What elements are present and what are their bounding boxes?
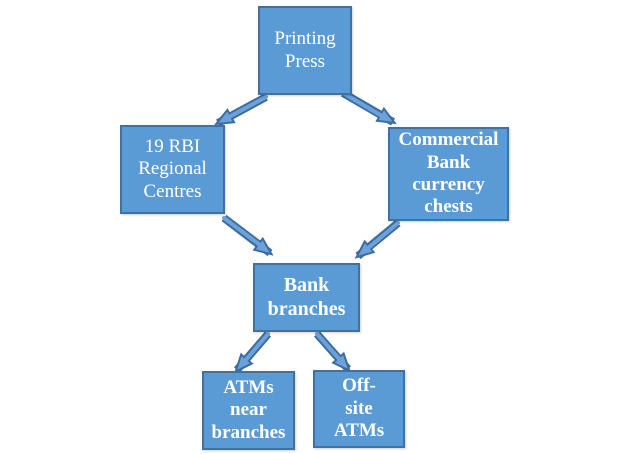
arrow-printing-press-to-commercial [340, 89, 393, 126]
node-off-site-atms: Off- site ATMs [313, 370, 405, 448]
arrow-bank-branches-to-atms-near [233, 331, 272, 370]
arrow-rbi-to-bank-branches [221, 214, 270, 257]
node-bank-branches-label: Bank branches [267, 273, 346, 320]
node-printing-press: Printing Press [258, 6, 352, 95]
arrow-bank-branches-to-offsite [314, 331, 348, 369]
node-commercial-bank-currency-chests: Commercial Bank currency chests [388, 127, 509, 221]
node-bank-branches: Bank branches [253, 263, 360, 332]
node-off-site-atms-label: Off- site ATMs [333, 375, 385, 442]
node-atms-near-branches-label: ATMs near branches [211, 376, 286, 443]
arrow-commercial-to-bank-branches [358, 219, 401, 260]
node-rbi-regional-centres-label: 19 RBI Regional Centres [138, 135, 207, 202]
node-printing-press-label: Printing Press [274, 28, 336, 72]
node-commercial-bank-currency-chests-label: Commercial Bank currency chests [398, 129, 499, 218]
node-atms-near-branches: ATMs near branches [202, 371, 295, 450]
arrow-printing-press-to-rbi [218, 93, 268, 127]
node-rbi-regional-centres: 19 RBI Regional Centres [120, 125, 225, 214]
